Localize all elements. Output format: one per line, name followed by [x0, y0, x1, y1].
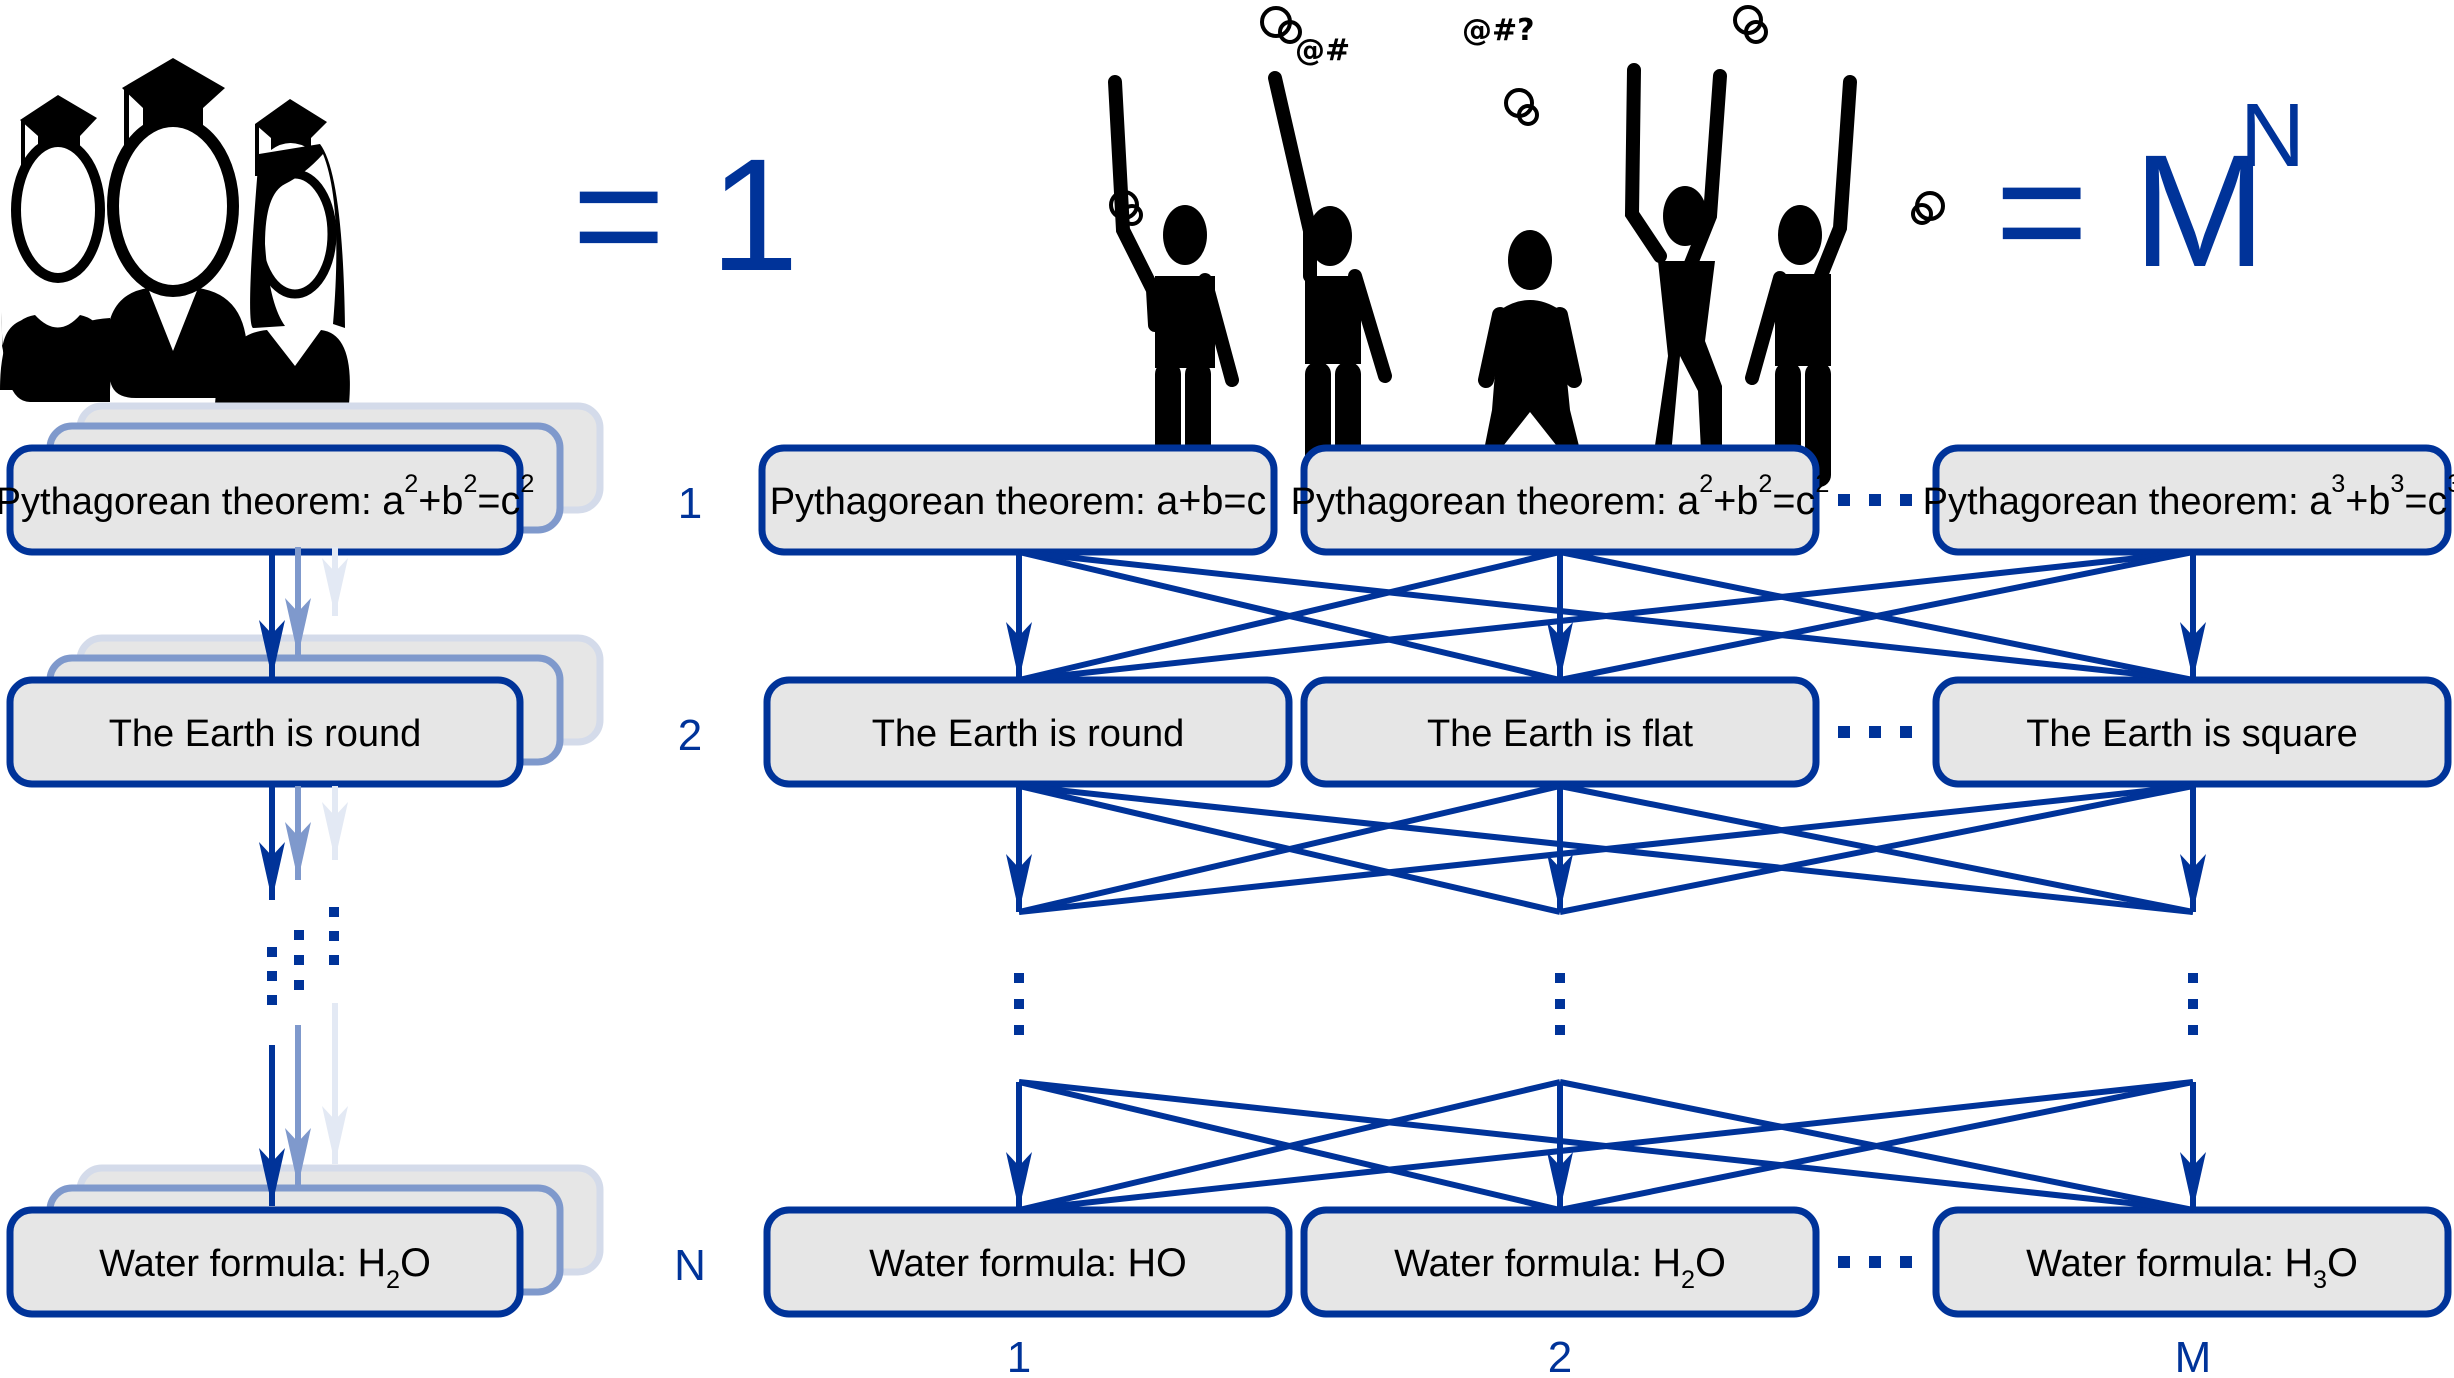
left-equation: = 1: [572, 125, 799, 304]
left-arrow: [259, 786, 285, 900]
left-box: [6, 1206, 524, 1318]
box-label: The Earth is round: [109, 713, 422, 755]
row-label: N: [674, 1241, 706, 1290]
connection-1-2-line: [1018, 549, 2194, 683]
right-equation: = M: [1995, 121, 2266, 300]
right-row: The Earth is round The Earth is flat The E…: [763, 676, 2452, 788]
connection-2-3-arrow: [1547, 786, 1573, 912]
connection-n-1-n-arrow: [1006, 1082, 1032, 1210]
row-label: 1: [678, 479, 702, 528]
connection-2-3-line: [1018, 783, 1561, 915]
box-label: Pythagorean theorem: a2+b2=c2: [1291, 470, 1830, 523]
connection-1-2-arrow: [1547, 552, 1573, 680]
box-label: Pythagorean theorem: a+b=c: [770, 479, 1267, 523]
left-box: [6, 676, 524, 788]
left-arrow: [322, 547, 348, 616]
connection-2-3-arrow: [1006, 786, 1032, 912]
left-stack-row: The Earth is round: [6, 634, 604, 788]
left-stack-row: Pythagorean theorem: a2+b2=c2: [0, 402, 604, 556]
connection-n-1-n-arrow: [1547, 1082, 1573, 1210]
left-arrow: [322, 786, 348, 860]
box-label: Water formula: H2O: [99, 1241, 431, 1294]
connection-1-2-line: [1559, 549, 2194, 683]
left-ellipsis-dots: [294, 930, 304, 990]
connection-n-1-n-line: [1559, 1079, 2194, 1213]
column-label: 2: [1548, 1333, 1572, 1378]
left-arrow: [322, 1003, 348, 1164]
left-arrow: [259, 1045, 285, 1206]
row-ellipsis: [1838, 1256, 1912, 1268]
graduates-icon: [0, 58, 350, 404]
left-ellipsis-dots: [329, 907, 339, 965]
box-label: Pythagorean theorem: a2+b2=c2: [0, 470, 534, 523]
box-label: The Earth is flat: [1427, 713, 1694, 755]
connection-n-1-n-line: [1018, 1079, 2194, 1213]
left-arrow: [285, 1025, 311, 1186]
right-row: Pythagorean theorem: a+b=c Pythagorean th…: [758, 444, 2454, 556]
connection-2-3-line: [1018, 783, 2194, 915]
column-ellipsis-dots: [1555, 973, 1565, 1035]
connection-n-1-n-line: [1018, 1079, 1561, 1213]
svg-text:@#: @#: [1295, 33, 1350, 68]
box-label: The Earth is round: [872, 713, 1185, 755]
left-arrow: [259, 555, 285, 678]
connection-2-3-arrow: [2180, 786, 2206, 912]
box-label: Water formula: H2O: [1394, 1241, 1726, 1294]
connection-1-2-arrow: [1006, 552, 1032, 680]
box-label: Water formula: HO: [869, 1241, 1187, 1285]
right-row: Water formula: HO Water formula: H2O Water…: [763, 1206, 2452, 1318]
column-label: M: [2175, 1333, 2212, 1378]
row-ellipsis: [1838, 494, 1912, 506]
connection-1-2-arrow: [2180, 552, 2206, 680]
left-arrow: [285, 547, 311, 656]
column-ellipsis-dots: [2188, 973, 2198, 1035]
left-ellipsis-dots: [267, 947, 277, 1005]
box-label: The Earth is square: [2026, 713, 2358, 755]
box-label: Water formula: H3O: [2026, 1241, 2358, 1294]
right-grid: Pythagorean theorem: a+b=c Pythagorean th…: [758, 444, 2454, 1318]
left-box: [6, 444, 524, 556]
connection-2-3-line: [1559, 783, 2194, 915]
column-ellipsis-dots: [1014, 973, 1024, 1035]
right-equation-exponent: N: [2240, 86, 2305, 186]
connection-n-1-n-arrow: [2180, 1082, 2206, 1210]
box-label: Pythagorean theorem: a3+b3=c3: [1923, 470, 2454, 523]
row-ellipsis: [1838, 726, 1912, 738]
svg-text:@#?: @#?: [1462, 13, 1535, 48]
connection-1-2-line: [1018, 549, 1561, 683]
left-arrow: [285, 786, 311, 880]
left-stack-row: Water formula: H2O: [6, 1164, 604, 1318]
column-label: 1: [1007, 1333, 1031, 1378]
row-label: 2: [678, 711, 702, 760]
